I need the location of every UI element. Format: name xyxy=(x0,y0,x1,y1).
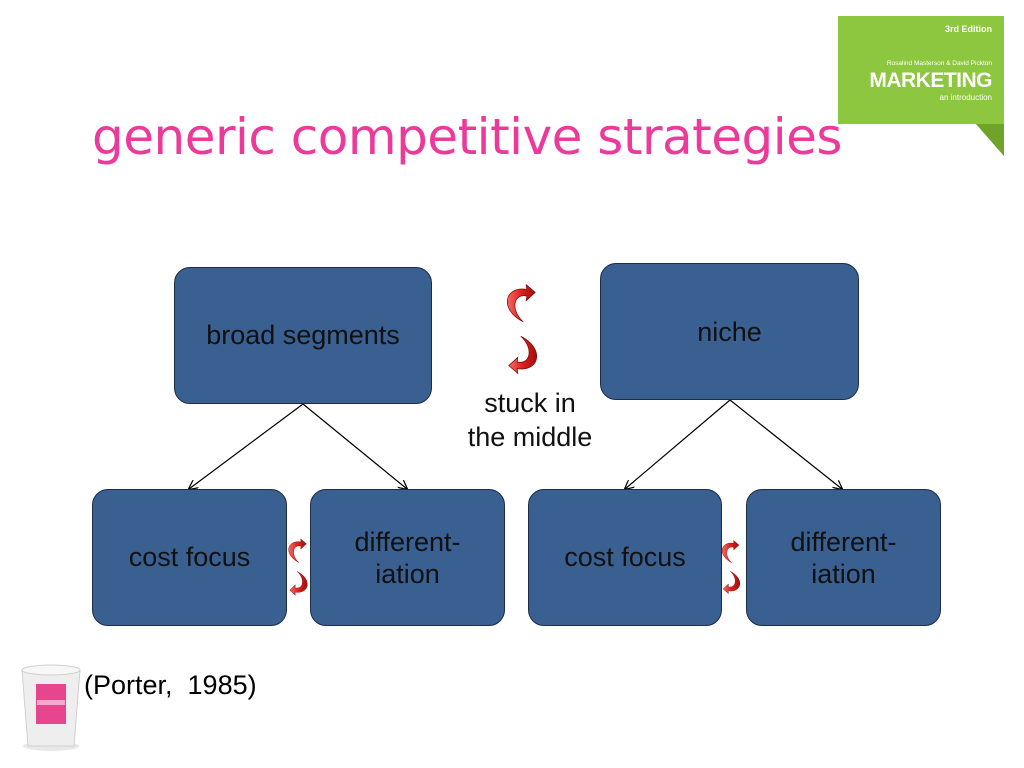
curved-double-arrow-icon xyxy=(288,538,308,596)
broad-segments-label: broad segments xyxy=(206,320,400,351)
niche-box: niche xyxy=(600,263,859,400)
page-title: generic competitive strategies xyxy=(92,108,842,166)
connector-niche-to-diff xyxy=(729,399,842,489)
differentiation-right-label: different- iation xyxy=(790,527,897,590)
stuck-in-the-middle-label: stuck in the middle xyxy=(467,388,593,452)
connector-niche-to-cost xyxy=(625,399,731,489)
differentiation-left-box: different- iation xyxy=(310,489,505,626)
broad-segments-box: broad segments xyxy=(174,267,432,404)
connector-broad-to-cost xyxy=(189,403,304,489)
niche-label: niche xyxy=(697,317,762,347)
cost-focus-right-box: cost focus xyxy=(528,489,722,626)
differentiation-right-box: different- iation xyxy=(746,489,941,626)
cup-icon xyxy=(21,664,81,751)
curved-double-arrow-icon xyxy=(721,540,741,594)
curved-double-arrow-icon xyxy=(506,284,538,374)
citation-text: (Porter, 1985) xyxy=(84,670,257,700)
book-logo: 3rd Edition Rosalind Masterson & David P… xyxy=(838,16,1004,156)
connector-broad-to-diff xyxy=(302,403,407,489)
cost-focus-left-box: cost focus xyxy=(92,489,287,626)
logo-brand: MARKETING xyxy=(869,69,992,92)
logo-subtitle: an introduction xyxy=(939,93,992,102)
book-logo-shape xyxy=(838,16,1004,156)
logo-edition: 3rd Edition xyxy=(945,24,992,34)
logo-authors: Rosalind Masterson & David Pickton xyxy=(886,60,992,67)
differentiation-left-label: different- iation xyxy=(354,527,461,590)
cost-focus-right-label: cost focus xyxy=(564,542,686,573)
cost-focus-left-label: cost focus xyxy=(128,542,251,573)
